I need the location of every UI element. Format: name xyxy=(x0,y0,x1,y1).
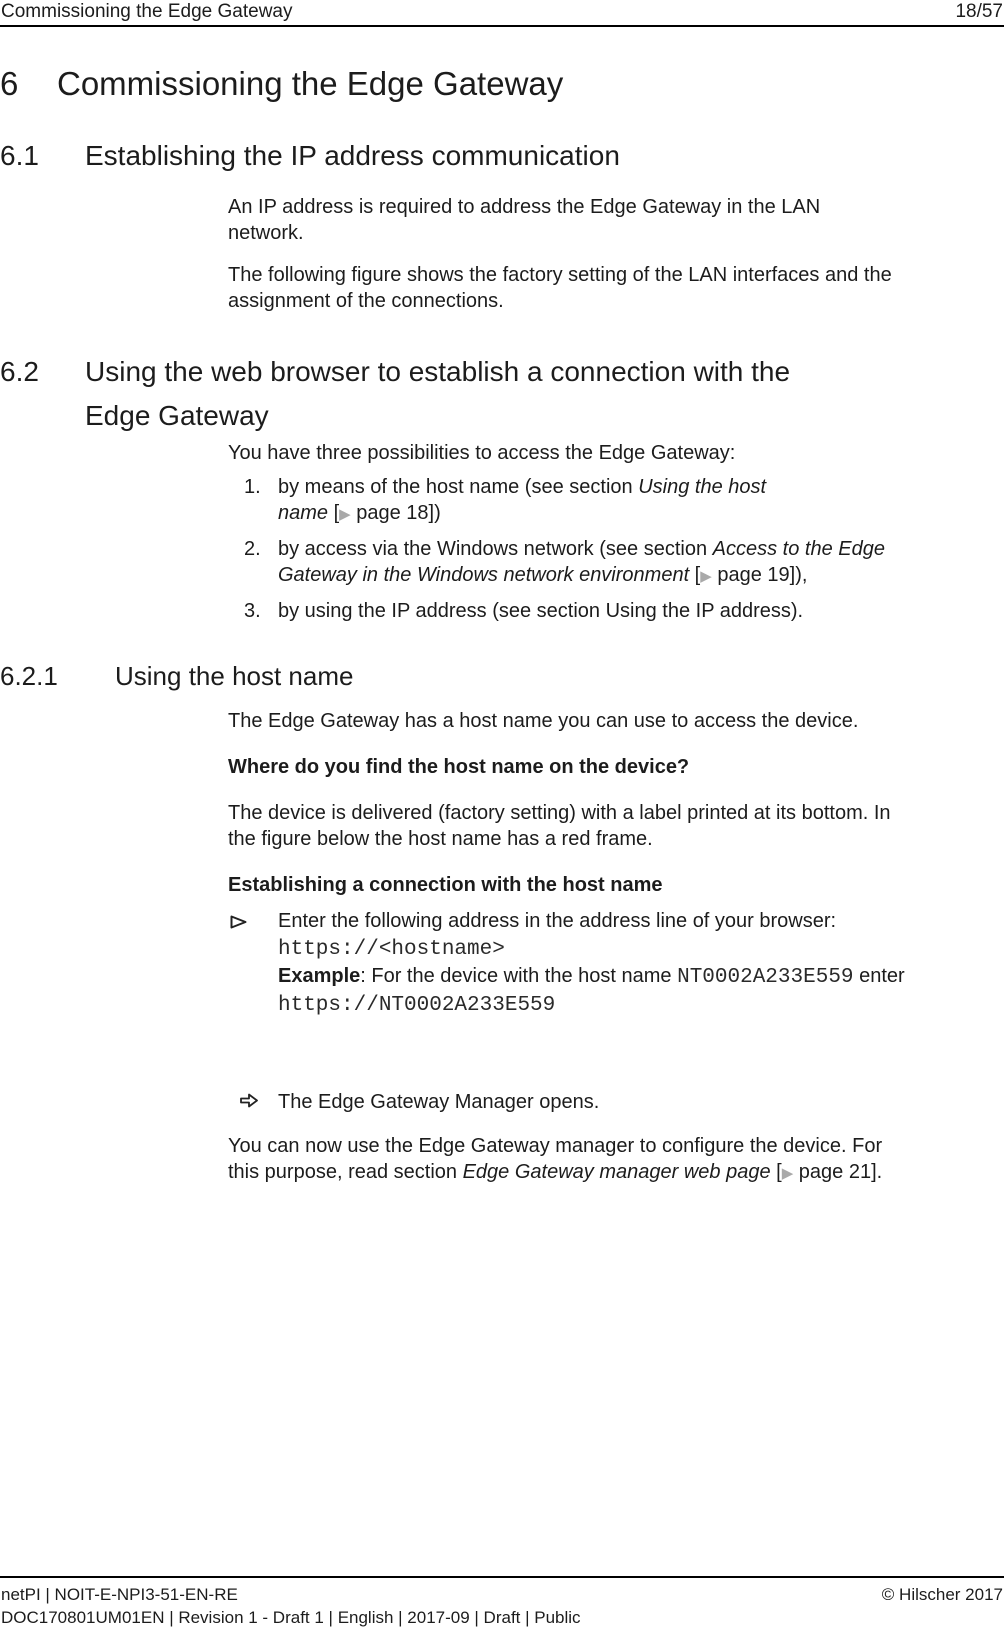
page-ref-link[interactable]: page 19] xyxy=(711,564,796,586)
text-run: [ xyxy=(770,1161,782,1183)
text-run: this purpose, read section xyxy=(228,1161,463,1183)
result-step-text: The Edge Gateway Manager opens. xyxy=(278,1091,600,1113)
page-content: 6 Commissioning the Edge Gateway 6.1 Est… xyxy=(0,26,1004,1187)
list-item-number: 2. xyxy=(244,538,261,560)
paragraph: You have three possibilities to access t… xyxy=(228,442,736,464)
text-run: Gateway in the Windows network environme… xyxy=(278,564,690,586)
text-run: The following figure shows the factory s… xyxy=(228,264,892,286)
text-run: the figure below the host name has a red… xyxy=(228,828,653,850)
text-run: Edge Gateway manager web page xyxy=(462,1161,771,1183)
result-arrow-icon xyxy=(238,1089,278,1117)
subheading: Establishing a connection with the host … xyxy=(228,874,663,896)
numbered-list: 1. by means of the host name (see sectio… xyxy=(0,474,1004,624)
footer-line-2: DOC170801UM01EN | Revision 1 - Draft 1 |… xyxy=(0,1606,1004,1629)
section-heading-6-1: 6.1 Establishing the IP address communic… xyxy=(0,134,1004,178)
text-run: The device is delivered (factory setting… xyxy=(228,802,891,824)
text-run: https://<hostname> xyxy=(278,938,505,961)
list-item: 3. by using the IP address (see section … xyxy=(244,598,984,624)
text-run: . xyxy=(876,1161,883,1183)
section-heading-6: 6 Commissioning the Edge Gateway xyxy=(0,66,1004,102)
section-title: Using the host name xyxy=(115,661,354,691)
copyright: © Hilscher 2017 xyxy=(881,1585,1003,1604)
section-number: 6.2.1 xyxy=(0,661,58,691)
text-run: You can now use the Edge Gateway manager… xyxy=(228,1135,883,1157)
paragraph: The Edge Gateway has a host name you can… xyxy=(228,710,859,732)
text-run: Example xyxy=(278,965,361,987)
section-number: 6.1 xyxy=(0,140,39,171)
text-run: [ xyxy=(328,502,340,524)
text-run: https://NT0002A233E559 xyxy=(278,994,556,1017)
text-run: ), xyxy=(795,564,808,586)
text-run: by access via the Windows network (see s… xyxy=(278,538,713,560)
doc-revision-info: DOC170801UM01EN | Revision 1 - Draft 1 |… xyxy=(1,1608,581,1627)
text-run: : For the device with the host name xyxy=(360,965,678,987)
section-heading-6-2: 6.2 Using the web browser to establish a… xyxy=(0,350,1004,438)
text-run: Using the web browser to establish a con… xyxy=(85,356,791,387)
paragraph: The following figure shows the factory s… xyxy=(228,262,973,314)
text-run: ) xyxy=(434,502,441,524)
action-step-text: Enter the following address in the addre… xyxy=(278,908,905,1019)
text-run: assignment of the connections. xyxy=(228,290,504,312)
page-number: 18/57 xyxy=(955,1,1003,22)
text-run: Access to the Edge xyxy=(712,538,885,560)
footer-line-1: netPI | NOIT-E-NPI3-51-EN-RE © Hilscher … xyxy=(0,1583,1004,1606)
list-item-number: 3. xyxy=(244,600,261,622)
text-run: An IP address is required to address the… xyxy=(228,196,821,218)
text-run: by means of the host name (see section xyxy=(278,476,639,498)
page-ref-link[interactable]: page 18] xyxy=(350,502,435,524)
doc-id: netPI | NOIT-E-NPI3-51-EN-RE xyxy=(1,1585,238,1604)
text-run: NT0002A233E559 xyxy=(677,966,854,989)
page-ref-arrow-icon[interactable]: ▶ xyxy=(700,568,712,585)
section-heading-6-2-1: 6.2.1 Using the host name xyxy=(0,660,1004,692)
running-header-title: Commissioning the Edge Gateway xyxy=(1,1,293,22)
section-number: 6 xyxy=(0,65,19,102)
result-step: The Edge Gateway Manager opens. xyxy=(238,1089,1004,1117)
page-ref-arrow-icon[interactable]: ▶ xyxy=(781,1165,794,1182)
section-title: Establishing the IP address communicatio… xyxy=(85,140,620,171)
list-item-text: by access via the Windows network (see s… xyxy=(278,536,885,590)
text-run: by using the IP address (see section Usi… xyxy=(278,600,804,622)
action-step: Enter the following address in the addre… xyxy=(229,908,1004,1019)
paragraph: The device is delivered (factory setting… xyxy=(228,800,973,852)
list-item-text: by means of the host name (see section U… xyxy=(278,474,766,528)
paragraph: An IP address is required to address the… xyxy=(228,194,973,246)
list-item-text: by using the IP address (see section Usi… xyxy=(278,598,803,624)
page-ref-arrow-icon[interactable]: ▶ xyxy=(339,506,351,523)
text-run: network. xyxy=(228,222,304,244)
list-item: 2. by access via the Windows network (se… xyxy=(244,536,984,590)
section-title: Commissioning the Edge Gateway xyxy=(57,65,564,102)
text-run: Using the host xyxy=(638,476,767,498)
action-arrowhead-icon xyxy=(229,908,278,1019)
text-run: [ xyxy=(689,564,701,586)
page-footer: netPI | NOIT-E-NPI3-51-EN-RE © Hilscher … xyxy=(0,1576,1004,1629)
text-run: Edge Gateway xyxy=(85,400,269,431)
list-item: 1. by means of the host name (see sectio… xyxy=(244,474,984,528)
text-run: enter xyxy=(853,965,905,987)
text-run: Enter the following address in the addre… xyxy=(278,910,837,932)
subheading: Where do you find the host name on the d… xyxy=(228,756,690,778)
text-run: name xyxy=(278,502,329,524)
section-title: Using the web browser to establish a con… xyxy=(85,350,790,438)
page-header: Commissioning the Edge Gateway 18/57 xyxy=(0,0,1004,27)
section-number: 6.2 xyxy=(0,356,39,387)
paragraph: You can now use the Edge Gateway manager… xyxy=(228,1133,973,1187)
list-item-number: 1. xyxy=(244,476,261,498)
page-ref-link[interactable]: page 21] xyxy=(793,1161,877,1183)
